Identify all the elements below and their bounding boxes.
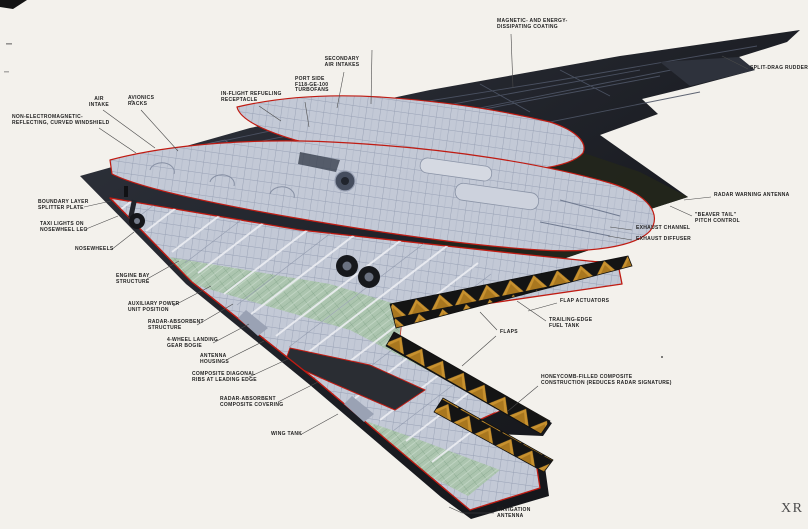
antenna-housing-fairing-2 <box>344 396 374 422</box>
leader-engine-bay <box>146 260 180 280</box>
flap-band-starboard <box>385 331 551 435</box>
label-flap-actuators: FLAP ACTUATORS <box>560 298 610 304</box>
leader-air-intake <box>102 109 156 149</box>
leader-secondary-intake-b <box>370 49 373 105</box>
label-exhaust-channel: EXHAUST CHANNEL <box>636 225 691 231</box>
label-split-drag-rudder: SPLIT-DRAG RUDDER <box>750 65 808 71</box>
leader-port-turbofans <box>304 101 310 128</box>
leader-radar-absorbent-structure <box>196 303 234 326</box>
flap-band-port <box>389 255 633 329</box>
leader-honeycomb <box>507 385 539 412</box>
leader-secondary-intake-a <box>336 71 345 109</box>
label-magnetic-coating: MAGNETIC- AND ENERGY-DISSIPATING COATING <box>497 18 568 30</box>
leader-nosewheels <box>110 231 135 251</box>
leader-exhaust-diffuser <box>607 235 633 241</box>
label-exhaust-diffuser: EXHAUST DIFFUSER <box>636 236 692 242</box>
leader-navigation-antenna <box>448 506 494 514</box>
leader-flaps-a <box>479 311 498 331</box>
leader-flap-actuators <box>527 302 558 312</box>
label-radar-warning-antenna: RADAR WARNING ANTENNA <box>714 192 790 198</box>
leader-flaps-b <box>461 335 497 367</box>
main-gear-wheels <box>336 255 380 288</box>
crew-figure <box>124 186 128 197</box>
label-wing-tank: WING TANK <box>271 431 303 437</box>
honeycomb-flap-bands <box>385 255 633 473</box>
label-beaver-tail: "BEAVER TAIL"PITCH CONTROL <box>695 212 741 224</box>
leader-in-flight-refueling <box>258 105 282 122</box>
leader-taxi-lights <box>85 215 119 230</box>
nosewheel <box>124 186 145 229</box>
label-curved-windshield: NON-ELECTROMAGNETIC-REFLECTING, CURVED W… <box>12 114 110 126</box>
antenna-housing-fairing <box>238 310 268 336</box>
label-flaps: FLAPS <box>500 329 518 335</box>
leader-magnetic-coating <box>510 33 514 89</box>
engine-details <box>149 152 621 237</box>
leader-gear-bogie <box>212 323 250 344</box>
flap-band-starboard-outer <box>433 397 554 473</box>
leader-wing-tank <box>299 413 339 436</box>
label-nosewheels: NOSEWHEELS <box>75 246 114 252</box>
leader-auxiliary-power <box>172 285 212 307</box>
leader-radar-warning-antenna <box>683 196 712 201</box>
leader-split-drag-rudder <box>721 55 749 70</box>
page-mark: XR <box>781 501 804 516</box>
leader-exhaust-channel <box>609 226 633 231</box>
leader-antenna-housings <box>227 340 265 360</box>
fuselage-cutaway-band <box>109 140 655 252</box>
leader-curved-windshield <box>98 127 137 154</box>
leader-boundary-layer <box>83 200 112 208</box>
leader-avionics-racks <box>140 109 179 152</box>
split-drag-rudder-surface <box>660 57 755 86</box>
scan-artifacts <box>0 0 663 358</box>
leader-radar-absorbent-covering <box>277 381 319 403</box>
leader-composite-ribs <box>248 358 289 378</box>
leader-beaver-tail <box>669 205 693 217</box>
leader-trailing-edge-fuel-tank <box>516 300 547 322</box>
